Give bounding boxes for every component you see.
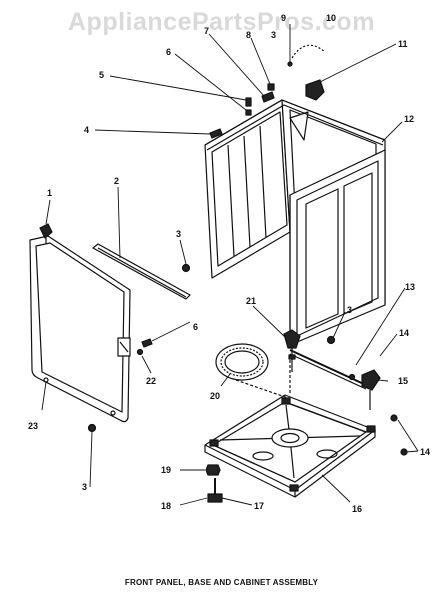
part-label-3: 3 [347,305,352,315]
base-assembly [204,360,376,498]
panel-clip [39,223,53,244]
part-label-7: 7 [204,26,209,36]
part-label-11: 11 [398,39,408,49]
part-label-18: 18 [161,501,171,511]
part-label-23: 23 [28,421,38,431]
part-label-22: 22 [146,376,156,386]
front-panel-bracket [92,243,191,300]
part-label-3: 3 [271,30,276,40]
top-clip [305,79,325,101]
diagram-caption: FRONT PANEL, BASE AND CABINET ASSEMBLY [124,578,319,587]
hinge-bracket [283,329,301,372]
part-label-14: 14 [420,447,430,457]
part-label-8: 8 [246,30,251,40]
part-label-16: 16 [352,504,362,514]
leveling-bracket [361,369,381,410]
part-label-15: 15 [398,376,408,386]
part-label-10: 10 [326,13,336,23]
part-label-21: 21 [246,296,256,306]
part-labels: 1 2 3 3 3 3 4 5 6 6 7 8 9 10 11 12 13 14… [28,13,430,514]
part-label-13: 13 [405,282,415,292]
part-label-6: 6 [166,47,171,57]
part-label-6: 6 [193,322,198,332]
hardware [87,44,408,503]
part-label-3: 3 [82,482,87,492]
part-label-4: 4 [84,125,89,135]
part-label-14: 14 [399,328,409,338]
part-label-20: 20 [210,391,220,401]
leader-lines [41,24,419,506]
part-label-2: 2 [114,176,119,186]
watermark: AppliancePartsPros.com [68,8,375,36]
part-label-3: 3 [176,229,181,239]
part-label-19: 19 [161,465,171,475]
part-label-1: 1 [47,188,52,198]
part-label-17: 17 [254,501,264,511]
rod [289,349,367,390]
front-panel [29,235,131,423]
cabinet [204,99,386,346]
part-label-9: 9 [281,13,286,23]
part-label-12: 12 [404,114,414,124]
part-label-5: 5 [99,70,104,80]
snubber-ring [215,343,269,381]
